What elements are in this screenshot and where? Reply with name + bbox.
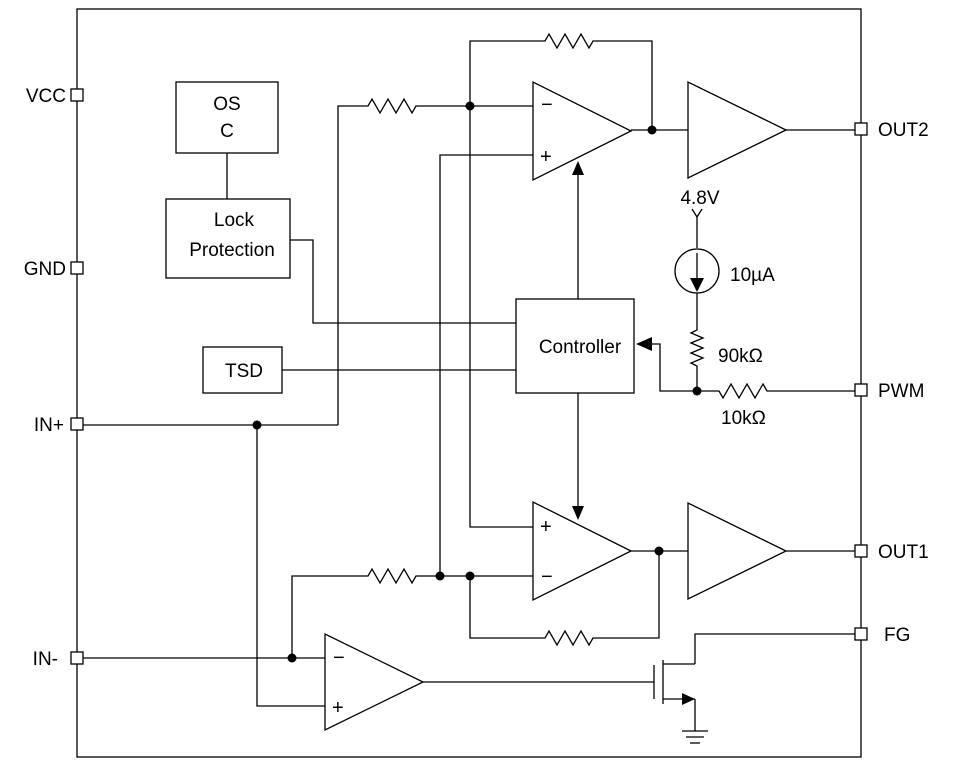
opamp-top-plus: + bbox=[540, 146, 552, 168]
comparator-minus: − bbox=[333, 647, 345, 669]
node-out2 bbox=[647, 125, 657, 135]
pin-gnd: GND bbox=[24, 259, 84, 280]
tsd-label: TSD bbox=[225, 361, 263, 382]
source-voltage-label: 4.8V bbox=[680, 188, 719, 209]
osc-block: OS C bbox=[175, 81, 279, 154]
controller-label: Controller bbox=[539, 337, 622, 358]
arrow-up-icon bbox=[572, 161, 584, 175]
buffer-out1 bbox=[687, 501, 788, 601]
pin-pwm-label: PWM bbox=[878, 381, 924, 402]
current-source-label: 10µA bbox=[730, 265, 775, 286]
bottom-plus-input-wire bbox=[469, 106, 533, 528]
buffer-out2 bbox=[687, 80, 788, 180]
bottom-feedback-resistor bbox=[469, 551, 660, 647]
resistor-90k-label: 90kΩ bbox=[718, 346, 763, 367]
resistor-90k bbox=[689, 293, 705, 391]
opamp-bottom-minus: − bbox=[541, 566, 553, 588]
lock-to-controller-wire bbox=[290, 239, 516, 324]
pin-in-minus: IN- bbox=[33, 649, 84, 670]
opamp-bottom-plus: + bbox=[540, 516, 552, 538]
osc-label-line1: OS bbox=[213, 94, 240, 115]
pin-in-minus-label: IN- bbox=[33, 649, 58, 670]
lock-label-line1: Lock bbox=[214, 210, 255, 231]
node-bottom-plus-feed bbox=[435, 571, 445, 581]
pin-vcc: VCC bbox=[26, 86, 84, 107]
pin-in-plus: IN+ bbox=[34, 415, 84, 436]
fg-mosfet-icon bbox=[653, 660, 695, 705]
pin-fg-label: FG bbox=[884, 625, 910, 646]
pin-vcc-label: VCC bbox=[26, 86, 66, 107]
arrow-left-icon bbox=[636, 337, 652, 351]
pin-out2: OUT2 bbox=[854, 120, 929, 141]
opamp-top-minus: − bbox=[541, 94, 553, 116]
pin-out2-label: OUT2 bbox=[878, 120, 929, 141]
lock-protection-block: Lock Protection bbox=[165, 198, 291, 279]
mosfet-to-fg-wire bbox=[694, 633, 855, 664]
osc-label-line2: C bbox=[220, 121, 234, 142]
bottom-input-resistor bbox=[291, 567, 533, 658]
resistor-10k-and-pwm-wire bbox=[650, 343, 855, 400]
node-in-minus bbox=[287, 653, 297, 663]
chip-outline bbox=[76, 8, 862, 758]
voltage-source-icon bbox=[691, 208, 703, 219]
comparator: − + bbox=[324, 632, 425, 732]
controller-block: Controller bbox=[515, 298, 635, 394]
comparator-plus: + bbox=[332, 697, 344, 719]
arrow-down-icon bbox=[572, 506, 584, 520]
pin-gnd-label: GND bbox=[24, 259, 66, 280]
pin-pwm: PWM bbox=[854, 381, 924, 402]
opamp-top: − + bbox=[532, 80, 633, 182]
node-pwm bbox=[692, 386, 702, 396]
pin-in-plus-label: IN+ bbox=[34, 415, 64, 436]
pin-fg: FG bbox=[854, 625, 910, 646]
top-feedback-resistor bbox=[469, 32, 653, 130]
tsd-block: TSD bbox=[202, 346, 283, 394]
in-plus-to-comparator-wire bbox=[256, 425, 325, 707]
resistor-10k-label: 10kΩ bbox=[721, 408, 766, 429]
top-input-resistor bbox=[337, 97, 533, 425]
ground-icon bbox=[682, 730, 708, 744]
top-plus-input-wire bbox=[439, 154, 533, 576]
lock-label-line2: Protection bbox=[189, 240, 275, 261]
pin-out1: OUT1 bbox=[854, 542, 929, 563]
opamp-bottom: + − bbox=[532, 500, 633, 602]
current-source-icon bbox=[674, 248, 720, 294]
pin-out1-label: OUT1 bbox=[878, 542, 929, 563]
